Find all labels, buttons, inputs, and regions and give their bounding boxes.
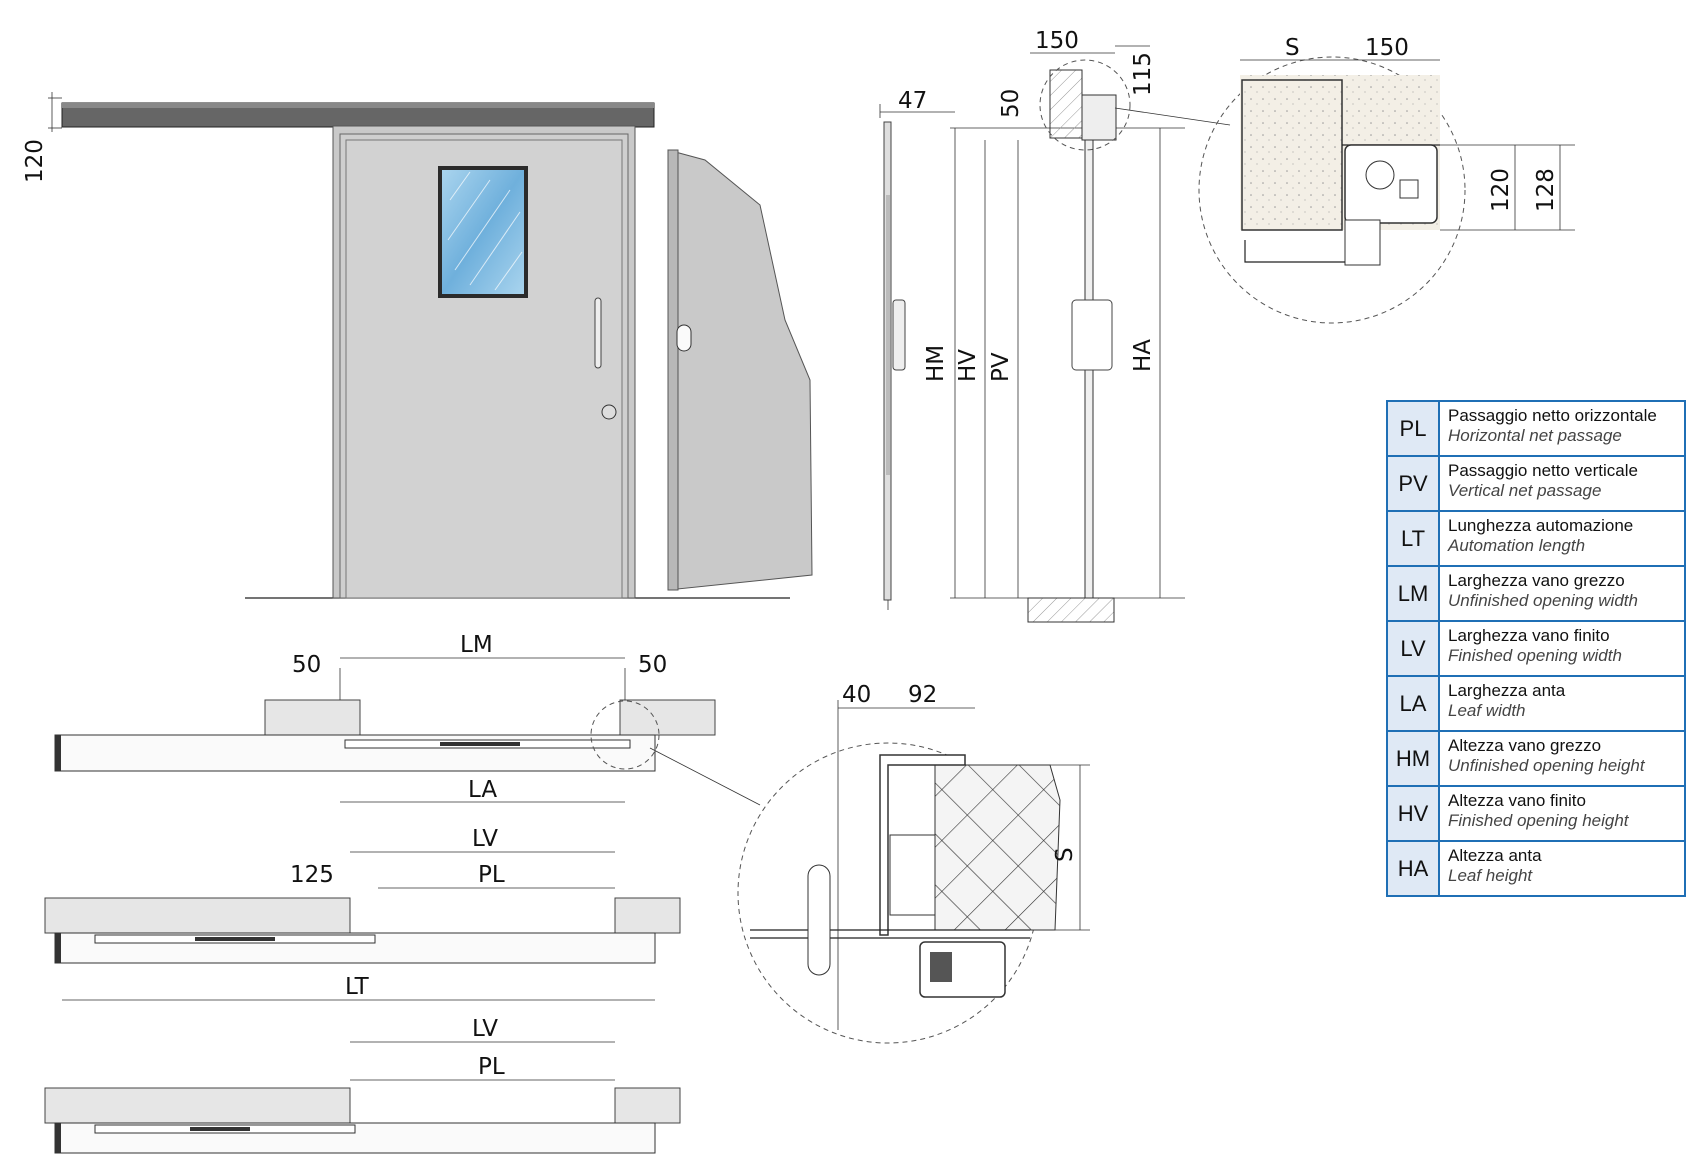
legend-english: Unfinished opening height bbox=[1448, 756, 1645, 775]
top-detail: S 150 120 128 bbox=[1198, 35, 1575, 324]
dim-LM: LM bbox=[460, 632, 493, 658]
vertical-section: HM HV PV HA 150 115 50 bbox=[923, 28, 1231, 623]
dim-120-top: 120 bbox=[1488, 168, 1514, 212]
legend-english: Finished opening width bbox=[1448, 646, 1622, 665]
legend-code: LA bbox=[1388, 677, 1440, 730]
plan-detail: 40 92 S bbox=[737, 682, 1090, 1044]
plan-2: LV PL 125 LT bbox=[44, 826, 681, 1001]
dim-HA: HA bbox=[1130, 339, 1156, 372]
legend-code: HA bbox=[1388, 842, 1440, 895]
legend-english: Leaf width bbox=[1448, 701, 1526, 720]
dim-PV: PV bbox=[988, 352, 1014, 382]
legend-code: LT bbox=[1388, 512, 1440, 565]
dim-115: 115 bbox=[1130, 52, 1156, 96]
flush-pull bbox=[676, 324, 692, 352]
legend-italian: Altezza anta bbox=[1448, 846, 1542, 865]
dim-LV-2: LV bbox=[472, 826, 498, 852]
legend-italian: Passaggio netto orizzontale bbox=[1448, 406, 1657, 425]
legend-english: Unfinished opening width bbox=[1448, 591, 1638, 610]
dim-40: 40 bbox=[842, 682, 871, 708]
dim-120-elevation: 120 bbox=[22, 139, 48, 183]
dim-LV-3: LV bbox=[472, 1016, 498, 1042]
dim-PL-2: PL bbox=[478, 862, 505, 888]
dim-HM: HM bbox=[923, 345, 949, 382]
legend-code: PV bbox=[1388, 457, 1440, 510]
dim-LT: LT bbox=[345, 974, 370, 1000]
lock-cylinder bbox=[601, 404, 617, 420]
front-elevation: 120 bbox=[22, 92, 813, 599]
dim-47: 47 bbox=[898, 88, 927, 114]
legend-italian: Altezza vano grezzo bbox=[1448, 736, 1602, 755]
dim-S-top: S bbox=[1285, 35, 1300, 61]
door-handle bbox=[594, 297, 602, 369]
dim-128-top: 128 bbox=[1533, 168, 1559, 212]
legend-english: Horizontal net passage bbox=[1448, 426, 1622, 445]
dim-LA: LA bbox=[468, 777, 497, 803]
dim-150-section: 150 bbox=[1035, 28, 1079, 54]
plan-3: LV PL bbox=[44, 1016, 681, 1154]
legend-italian: Larghezza vano grezzo bbox=[1448, 571, 1625, 590]
dim-50-left: 50 bbox=[292, 652, 321, 678]
legend-italian: Lunghezza automazione bbox=[1448, 516, 1634, 535]
dim-HV: HV bbox=[955, 349, 981, 382]
dim-50-right: 50 bbox=[638, 652, 667, 678]
legend-italian: Altezza vano finito bbox=[1448, 791, 1586, 810]
legend-code: PL bbox=[1388, 402, 1440, 455]
legend-italian: Larghezza vano finito bbox=[1448, 626, 1610, 645]
open-leaf-perspective bbox=[667, 149, 813, 591]
legend-english: Automation length bbox=[1448, 536, 1586, 555]
legend-english: Finished opening height bbox=[1448, 811, 1629, 830]
dim-92: 92 bbox=[908, 682, 937, 708]
legend-code: HM bbox=[1388, 732, 1440, 785]
dim-125: 125 bbox=[290, 862, 334, 888]
plan-1: 50 LM 50 LA bbox=[54, 632, 761, 806]
legend-code: LV bbox=[1388, 622, 1440, 675]
legend-italian: Passaggio netto verticale bbox=[1448, 461, 1638, 480]
legend-english: Vertical net passage bbox=[1448, 481, 1602, 500]
legend-english: Leaf height bbox=[1448, 866, 1533, 885]
legend-code: HV bbox=[1388, 787, 1440, 840]
dim-150-top: 150 bbox=[1365, 35, 1409, 61]
dim-S-plan: S bbox=[1052, 847, 1078, 862]
legend-code: LM bbox=[1388, 567, 1440, 620]
legend-italian: Larghezza anta bbox=[1448, 681, 1566, 700]
side-section: 47 bbox=[879, 88, 955, 610]
dim-PL-3: PL bbox=[478, 1054, 505, 1080]
dim-50-section: 50 bbox=[998, 89, 1024, 118]
